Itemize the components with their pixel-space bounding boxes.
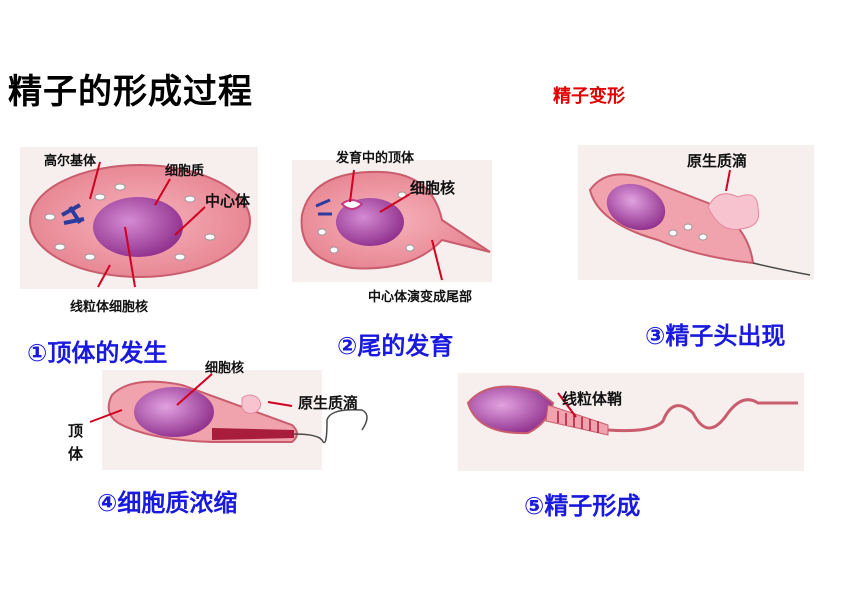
stage-2-caption: ②尾的发育 (337, 332, 454, 360)
label-centriole: 中心体 (205, 192, 251, 210)
label-droplet-4: 原生质滴 (298, 394, 359, 412)
label-nucleus-4: 细胞核 (205, 361, 245, 376)
stage-1-caption: ①顶体的发生 (27, 339, 168, 367)
stage-5-illustration (458, 373, 804, 471)
stage-3-illustration (578, 145, 814, 280)
label-nucleus-2: 细胞核 (410, 179, 456, 197)
label-acrosome-4a: 顶 (68, 422, 84, 440)
label-golgi: 高尔基体 (44, 154, 97, 169)
subtitle: 精子变形 (553, 86, 625, 107)
stage-4-caption: ④细胞质浓缩 (97, 489, 238, 517)
label-acrosome-4b: 体 (68, 445, 84, 463)
stage-2-illustration (292, 160, 492, 282)
label-mito-sheath: 线粒体鞘 (562, 390, 623, 408)
page-title: 精子的形成过程 (8, 72, 253, 112)
label-mito-nucleus: 线粒体细胞核 (70, 300, 149, 315)
label-droplet-3: 原生质滴 (687, 152, 748, 170)
stage-1-illustration (20, 147, 258, 289)
stage-3-caption: ③精子头出现 (645, 322, 786, 350)
label-centriole-tail: 中心体演变成尾部 (368, 290, 473, 305)
stage-4-illustration (62, 370, 400, 470)
label-developing-acrosome: 发育中的顶体 (336, 151, 415, 166)
stage-5-caption: ⑤精子形成 (524, 492, 641, 520)
label-cytoplasm: 细胞质 (165, 164, 205, 179)
